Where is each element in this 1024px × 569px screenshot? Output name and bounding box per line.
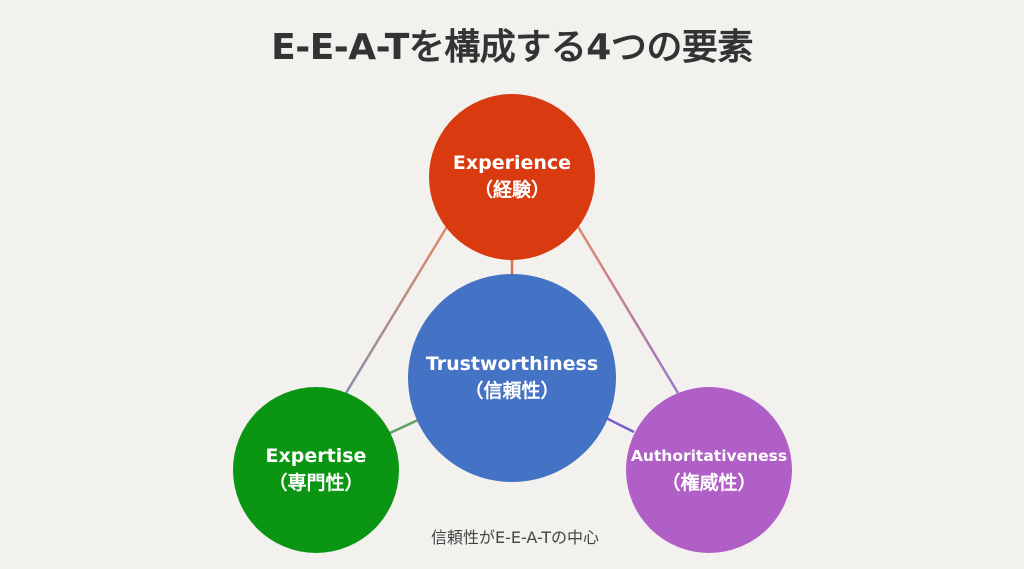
node-trust-en: Trustworthiness — [425, 353, 599, 375]
caption: 信頼性がE-E-A-Tの中心 — [430, 528, 600, 547]
node-expertise-jp: （専門性） — [268, 472, 364, 494]
node-expertise: Expertise （専門性） — [233, 387, 399, 553]
line-experience-authority — [575, 224, 680, 394]
line-expertise-trust — [389, 418, 419, 435]
node-authority-en: Authoritativeness — [630, 447, 788, 465]
diagram-title: E-E-A-Tを構成する4つの要素 — [271, 27, 753, 68]
node-experience-jp: （経験） — [473, 179, 550, 201]
node-trustworthiness: Trustworthiness （信頼性） — [408, 274, 616, 482]
line-experience-expertise — [344, 224, 450, 394]
node-authoritativeness: Authoritativeness （権威性） — [626, 387, 792, 553]
node-experience: Experience （経験） — [429, 94, 595, 260]
line-authority-trust — [605, 416, 635, 434]
node-authority-jp: （権威性） — [661, 472, 757, 494]
node-experience-en: Experience — [452, 152, 572, 174]
node-expertise-en: Expertise — [265, 445, 367, 467]
node-trust-jp: （信頼性） — [464, 380, 560, 402]
